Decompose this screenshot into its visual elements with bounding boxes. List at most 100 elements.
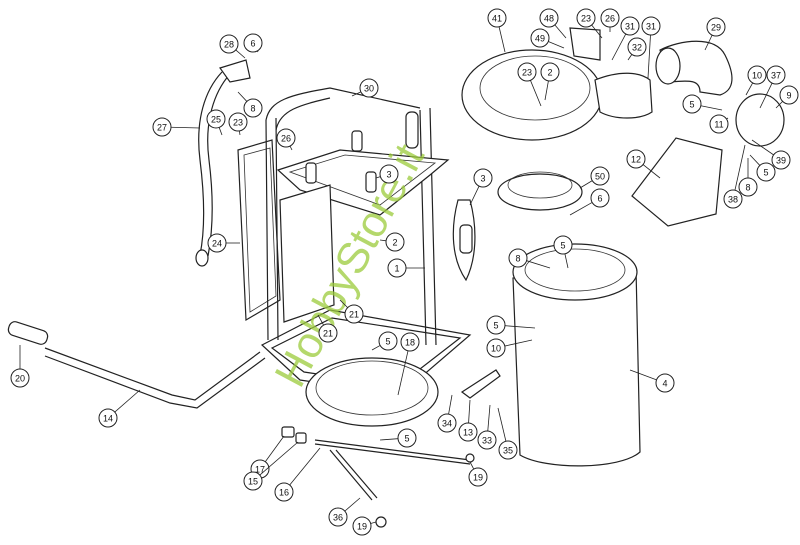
leader-line <box>375 176 381 179</box>
callout-label: 30 <box>364 84 374 94</box>
callout-label: 1 <box>394 264 399 274</box>
leader-line <box>497 407 507 442</box>
callout-26: 26 <box>276 128 296 151</box>
callout-2: 2 <box>379 232 405 252</box>
blower-housing-part <box>461 49 653 141</box>
cover-part <box>631 137 723 227</box>
callout-label: 19 <box>473 473 483 483</box>
callout-4: 4 <box>629 369 675 393</box>
callout-label: 5 <box>763 168 768 178</box>
leader-line <box>238 130 241 136</box>
callout-label: 26 <box>281 134 291 144</box>
callout-circle <box>553 235 573 255</box>
leader-line <box>554 24 567 39</box>
callout-label: 28 <box>224 40 234 50</box>
callout-circle <box>706 17 726 37</box>
callout-circle <box>486 338 506 358</box>
callout-36: 36 <box>328 497 361 527</box>
leader-line <box>504 339 533 347</box>
callout-circle <box>641 16 661 36</box>
callout-circle <box>243 98 263 118</box>
callout-label: 26 <box>605 14 615 24</box>
callout-29: 29 <box>704 17 726 51</box>
leader-line <box>627 54 633 61</box>
callout-circle <box>207 233 227 253</box>
leader-line <box>218 127 223 136</box>
callout-label: 18 <box>405 338 415 348</box>
callout-circle <box>328 507 348 527</box>
callout-16: 16 <box>274 447 321 502</box>
callout-label: 29 <box>711 23 721 33</box>
leader-line <box>370 521 377 524</box>
leader-line <box>745 82 754 96</box>
callout-label: 39 <box>776 156 786 166</box>
callout-19: 19 <box>468 461 488 487</box>
leader-line <box>544 80 549 101</box>
callout-label: 12 <box>631 155 641 165</box>
callout-label: 41 <box>492 14 502 24</box>
callout-label: 48 <box>544 14 554 24</box>
callout-label: 8 <box>515 254 520 264</box>
callout-1: 1 <box>387 258 425 278</box>
leader-line <box>569 202 593 216</box>
callout-32: 32 <box>627 37 647 61</box>
callout-25: 25 <box>206 109 226 136</box>
leader-line <box>734 144 746 191</box>
leader-line <box>235 49 246 59</box>
callout-26: 26 <box>600 8 620 32</box>
callout-circle <box>152 117 172 137</box>
callout-label: 31 <box>646 22 656 32</box>
leader-line <box>259 441 299 476</box>
callout-label: 32 <box>632 43 642 53</box>
callout-circle <box>228 112 248 132</box>
leader-line <box>704 34 713 51</box>
callout-34: 34 <box>437 394 457 433</box>
callout-48: 48 <box>539 8 567 39</box>
callout-circle <box>487 8 507 28</box>
callout-label: 8 <box>250 104 255 114</box>
callout-5: 5 <box>379 428 417 448</box>
callout-label: 23 <box>233 118 243 128</box>
callout-label: 21 <box>349 310 359 320</box>
drum-part <box>512 243 641 467</box>
callout-label: 19 <box>357 522 367 532</box>
callout-label: 33 <box>482 436 492 446</box>
leader-line <box>487 404 491 432</box>
base-ring-part <box>305 357 439 427</box>
callout-circle <box>397 428 417 448</box>
callout-circle <box>276 128 296 148</box>
callout-label: 4 <box>662 379 667 389</box>
callout-label: 36 <box>333 513 343 523</box>
callout-label: 6 <box>597 194 602 204</box>
leader-line <box>700 105 723 111</box>
callout-label: 21 <box>323 329 333 339</box>
callout-label: 2 <box>547 68 552 78</box>
callout-circle <box>530 28 550 48</box>
leader-line <box>530 80 542 107</box>
callout-circle <box>600 8 620 28</box>
callout-label: 15 <box>248 477 258 487</box>
callout-label: 31 <box>625 22 635 32</box>
leader-line <box>611 33 627 61</box>
callout-circle <box>771 150 791 170</box>
bracket-part <box>569 27 601 61</box>
callout-5: 5 <box>682 94 723 114</box>
callout-6: 6 <box>243 33 263 53</box>
callout-circle <box>655 373 675 393</box>
callout-18: 18 <box>397 332 420 396</box>
callout-20: 20 <box>10 345 30 388</box>
callout-12: 12 <box>626 149 661 179</box>
callout-label: 17 <box>255 465 265 475</box>
callout-38: 38 <box>723 144 746 209</box>
leader-line <box>289 447 321 486</box>
callout-circle <box>756 162 776 182</box>
leader-line <box>469 185 480 206</box>
callout-6: 6 <box>569 188 610 216</box>
callout-circle <box>206 109 226 129</box>
callout-circle <box>458 422 478 442</box>
callout-circle <box>437 413 457 433</box>
callout-30: 30 <box>351 78 379 98</box>
callout-label: 3 <box>386 170 391 180</box>
callout-23: 23 <box>576 8 603 39</box>
